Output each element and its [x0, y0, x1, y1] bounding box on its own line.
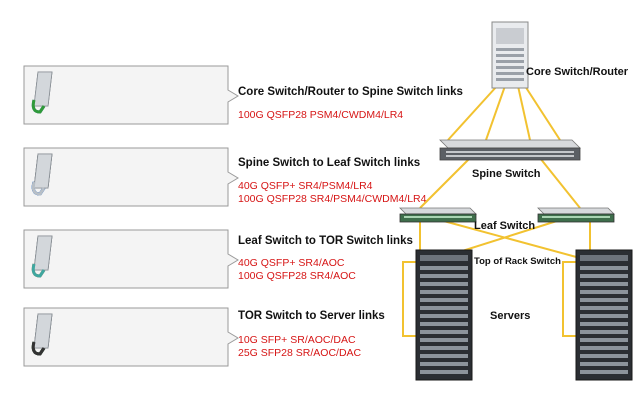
spec-line: 100G QSFP28 PSM4/CWDM4/LR4 — [238, 109, 404, 121]
link-rack-right — [562, 261, 576, 337]
tor-switch-label: Top of Rack Switch — [474, 256, 561, 267]
spec-line: 40G QSFP+ SR4/PSM4/LR4 — [238, 180, 373, 192]
server-rack-left — [415, 249, 473, 381]
leaf-switch-right — [537, 207, 615, 223]
link-core-spine — [517, 85, 531, 141]
module-row — [30, 70, 220, 120]
spec-line: 100G QSFP28 SR4/PSM4/CWDM4/LR4 — [238, 193, 427, 205]
spec-line: 25G SFP28 SR/AOC/DAC — [238, 347, 362, 359]
transceiver-module-icon — [31, 313, 53, 356]
callout-frame — [23, 307, 239, 367]
core-router — [491, 21, 529, 89]
spec-line: 10G SFP+ SR/AOC/DAC — [238, 334, 356, 346]
callout-frame — [23, 65, 239, 125]
spec-line: 100G QSFP28 SR4/AOC — [238, 270, 356, 282]
module-row — [30, 234, 220, 284]
transceiver-module-icon — [31, 153, 53, 196]
callout-tor-server — [22, 306, 239, 368]
heading-tor-server: TOR Switch to Server links — [238, 310, 385, 322]
servers-label: Servers — [490, 310, 531, 322]
leaf-switch-left — [399, 207, 477, 223]
link-spine-leaf — [419, 157, 471, 209]
core-router-label: Core Switch/Router — [526, 66, 629, 78]
spine-switch-label: Spine Switch — [472, 168, 541, 180]
server-rack-right — [575, 249, 633, 381]
heading-core-spine: Core Switch/Router to Spine Switch links — [238, 86, 463, 98]
link-core-spine — [524, 85, 561, 141]
link-core-spine — [447, 85, 498, 141]
module-row — [30, 152, 220, 202]
callout-leaf-tor — [22, 228, 239, 290]
link-leaf-tor — [439, 219, 581, 259]
transceiver-module-icon — [31, 71, 53, 114]
callout-spine-leaf — [22, 146, 239, 208]
spec-line: 40G QSFP+ SR4/AOC — [238, 257, 345, 269]
transceiver-module-icon — [31, 235, 53, 278]
link-core-spine — [485, 85, 506, 141]
module-row — [30, 312, 220, 362]
heading-spine-leaf: Spine Switch to Leaf Switch links — [238, 157, 421, 169]
callout-core-spine — [22, 64, 239, 126]
leaf-switch-label: Leaf Switch — [474, 220, 536, 232]
link-spine-leaf — [539, 157, 581, 209]
callout-frame — [23, 147, 239, 207]
callout-frame — [23, 229, 239, 289]
spine-switch — [439, 139, 581, 161]
heading-leaf-tor: Leaf Switch to TOR Switch links — [238, 235, 413, 247]
link-rack-left — [402, 261, 416, 337]
